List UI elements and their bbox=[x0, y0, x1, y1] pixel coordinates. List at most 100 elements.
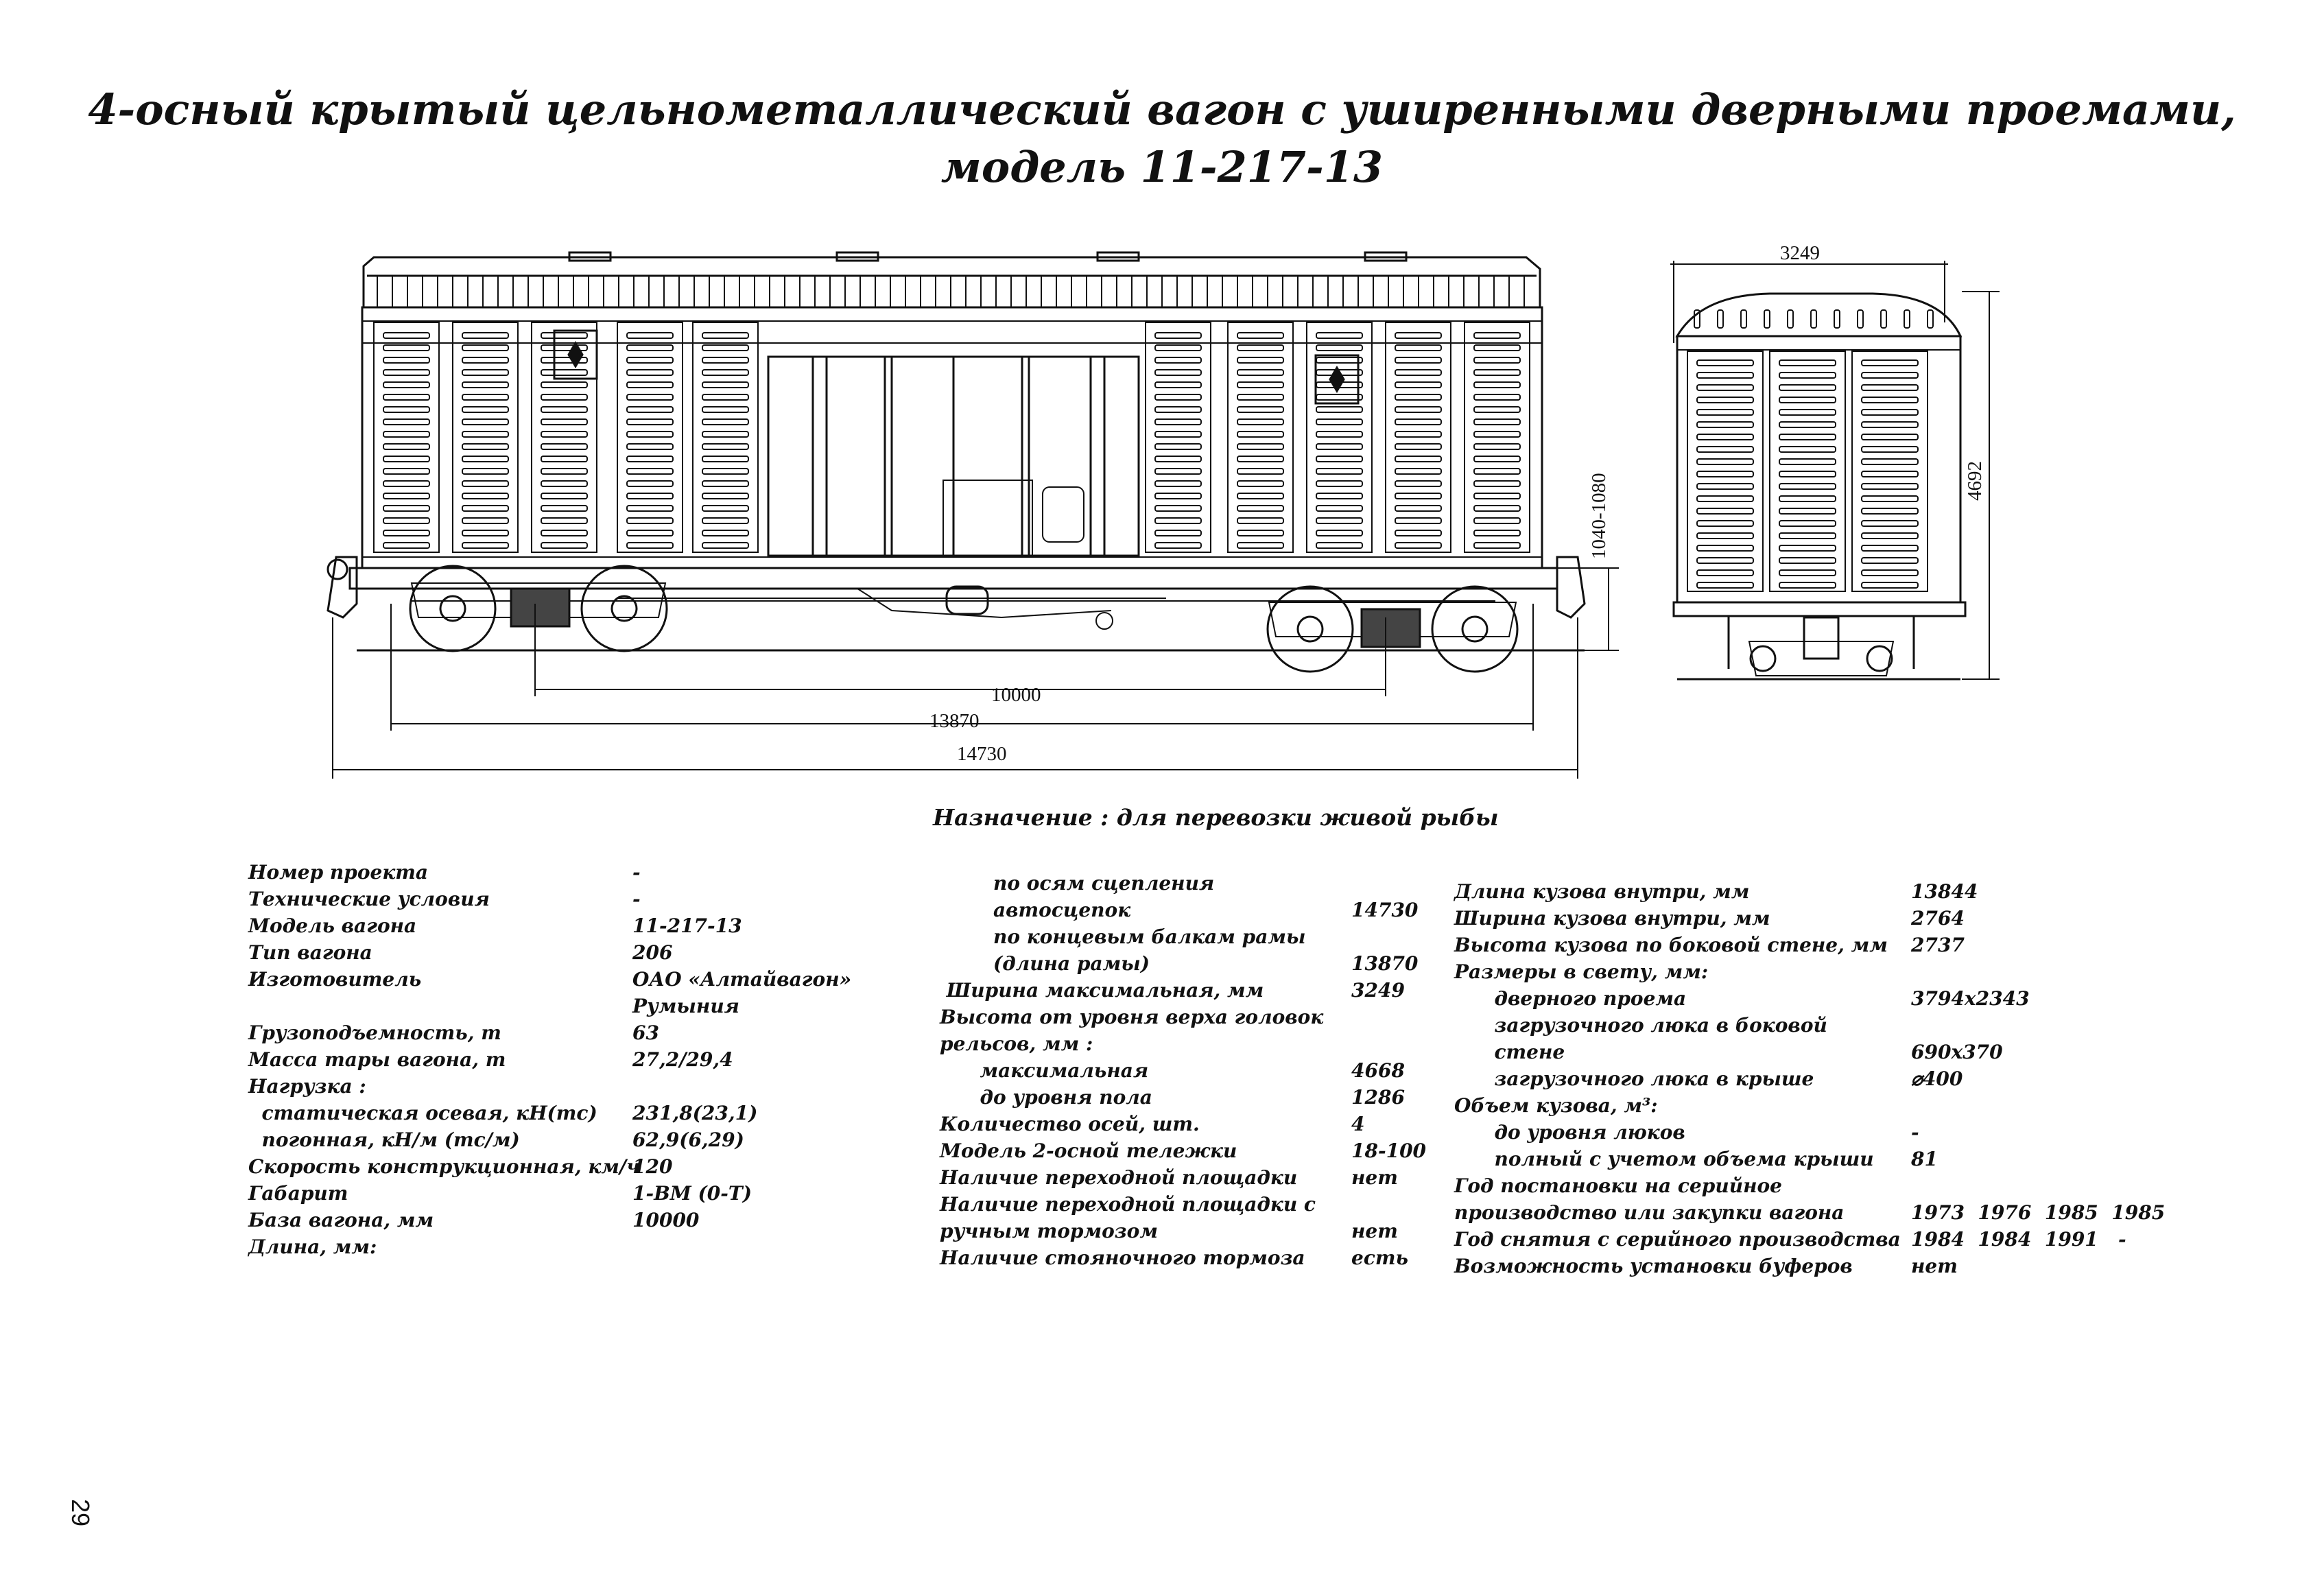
spec-label: Год снятия с серийного производства bbox=[1454, 1228, 1901, 1251]
spec-label: статическая осевая, кН(тс) bbox=[248, 1102, 597, 1124]
dim-base: 10000 bbox=[991, 684, 1041, 706]
spec-label: Наличие переходной площадки bbox=[940, 1166, 1298, 1189]
end-roof bbox=[1675, 292, 1963, 338]
spec-label: Год постановки на серийное bbox=[1454, 1174, 1782, 1197]
spec-value: нет bbox=[1351, 1220, 1398, 1242]
page-number: 29 bbox=[67, 1499, 95, 1527]
spec-label: База вагона, мм bbox=[248, 1209, 434, 1231]
spec-value: 231,8(23,1) bbox=[632, 1102, 758, 1124]
spec-label: Наличие стояночного тормоза bbox=[940, 1247, 1305, 1269]
spec-label: Высота от уровня верха головок bbox=[940, 1006, 1324, 1028]
purpose-caption: Назначение : для перевозки живой рыбы bbox=[933, 804, 1499, 831]
spec-value: нет bbox=[1351, 1166, 1398, 1189]
spec-value: 2764 bbox=[1911, 907, 1965, 930]
spec-value: 1984 1984 1991 - bbox=[1911, 1228, 2126, 1251]
end-louver-panels bbox=[1687, 351, 1928, 592]
spec-value: ⌀400 bbox=[1911, 1067, 1963, 1090]
spec-value: 3249 bbox=[1351, 979, 1405, 1002]
spec-value: Румыния bbox=[632, 995, 739, 1017]
dim-frame-length: 13870 bbox=[929, 710, 980, 732]
spec-value: ОАО «Алтайвагон» bbox=[632, 968, 852, 991]
spec-label: Объем кузова, м³: bbox=[1454, 1094, 1658, 1117]
end-dimensions bbox=[1670, 261, 2000, 680]
spec-label: Возможность установки буферов bbox=[1454, 1255, 1853, 1277]
spec-value: 1-ВМ (0-Т) bbox=[632, 1182, 752, 1205]
spec-label: рельсов, мм : bbox=[940, 1032, 1093, 1055]
side-frame bbox=[348, 567, 1558, 590]
spec-label: Скорость конструкционная, км/ч bbox=[248, 1155, 641, 1178]
spec-value: 690x370 bbox=[1911, 1041, 2003, 1063]
spec-label: Длина кузова внутри, мм bbox=[1454, 880, 1750, 903]
spec-label: Количество осей, шт. bbox=[940, 1113, 1200, 1135]
spec-label: Нагрузка : bbox=[248, 1075, 366, 1098]
side-dimensions bbox=[332, 567, 1619, 779]
spec-label: Модель вагона bbox=[248, 914, 417, 937]
end-view: 3249 4692 bbox=[1670, 242, 2000, 681]
dim-height: 4692 bbox=[1964, 461, 1986, 501]
spec-value: 62,9(6,29) bbox=[632, 1129, 744, 1151]
spec-label: по осям сцепления bbox=[940, 872, 1215, 895]
bogie-left bbox=[409, 565, 668, 652]
title-line-1: 4-осный крытый цельнометаллический вагон… bbox=[88, 84, 2236, 134]
spec-value: есть bbox=[1351, 1247, 1408, 1269]
spec-label: по концевым балкам рамы bbox=[940, 925, 1306, 948]
spec-value: 4668 bbox=[1351, 1059, 1405, 1082]
spec-value: 11-217-13 bbox=[632, 914, 742, 937]
roof-ribs bbox=[377, 276, 1525, 307]
spec-value: 63 bbox=[632, 1021, 659, 1044]
spec-label: производство или закупки вагона bbox=[1454, 1201, 1845, 1224]
spec-value: - bbox=[1911, 1121, 1919, 1144]
spec-value: 13844 bbox=[1911, 880, 1978, 903]
spec-label: Изготовитель bbox=[248, 968, 422, 991]
spec-label: погонная, кН/м (тс/м) bbox=[248, 1129, 520, 1151]
spec-label: Модель 2-осной тележки bbox=[940, 1139, 1237, 1162]
title-line-2: модель 11-217-13 bbox=[940, 142, 1384, 192]
spec-label: полный с учетом объема крыши bbox=[1454, 1148, 1874, 1170]
spec-label: до уровня люков bbox=[1454, 1121, 1685, 1144]
spec-label: Номер проекта bbox=[248, 861, 429, 884]
spec-label: Технические условия bbox=[248, 888, 490, 910]
spec-label: Ширина максимальная, мм bbox=[940, 979, 1264, 1002]
spec-value: 206 bbox=[632, 941, 673, 964]
spec-value: 14730 bbox=[1351, 899, 1419, 921]
spec-label: автосцепок bbox=[940, 899, 1131, 921]
dim-coupler-length: 14730 bbox=[957, 743, 1007, 765]
spec-label: Тип вагона bbox=[248, 941, 372, 964]
spec-label: максимальная bbox=[940, 1059, 1149, 1082]
spec-label: Размеры в свету, мм: bbox=[1454, 960, 1709, 983]
spec-value: 1973 1976 1985 1985 bbox=[1911, 1201, 2166, 1224]
spec-value: 3794x2343 bbox=[1911, 987, 2030, 1010]
spec-label: загрузочного люка в крыше bbox=[1454, 1067, 1814, 1090]
spec-value: нет bbox=[1911, 1255, 1958, 1277]
side-louver-panels bbox=[373, 322, 1530, 553]
spec-value: - bbox=[632, 861, 641, 884]
spec-label: (длина рамы) bbox=[940, 952, 1150, 975]
spec-value: 4 bbox=[1351, 1113, 1365, 1135]
page-title: 4-осный крытый цельнометаллический вагон… bbox=[0, 81, 2324, 196]
spec-value: - bbox=[632, 888, 641, 910]
spec-value: 2737 bbox=[1911, 934, 1965, 956]
spec-value: 120 bbox=[632, 1155, 673, 1178]
spec-label: Высота кузова по боковой стене, мм bbox=[1454, 934, 1888, 956]
side-body bbox=[361, 306, 1543, 569]
spec-value: 13870 bbox=[1351, 952, 1419, 975]
bogie-right bbox=[1266, 585, 1519, 673]
spec-label: Ширина кузова внутри, мм bbox=[1454, 907, 1770, 930]
spec-label: стене bbox=[1454, 1041, 1565, 1063]
spec-value: 27,2/29,4 bbox=[632, 1048, 733, 1071]
spec-value: 18-100 bbox=[1351, 1139, 1427, 1162]
side-roof bbox=[362, 256, 1541, 309]
spec-value: 81 bbox=[1911, 1148, 1938, 1170]
dim-width: 3249 bbox=[1780, 242, 1820, 264]
spec-value: 10000 bbox=[632, 1209, 700, 1231]
spec-label: Длина, мм: bbox=[248, 1236, 377, 1258]
spec-label: дверного проема bbox=[1454, 987, 1687, 1010]
spec-label: Габарит bbox=[248, 1182, 348, 1205]
spec-label: Грузоподъемность, т bbox=[248, 1021, 501, 1044]
spec-label: ручным тормозом bbox=[940, 1220, 1158, 1242]
spec-label: Наличие переходной площадки с bbox=[940, 1193, 1316, 1216]
spec-label: загрузочного люка в боковой bbox=[1454, 1014, 1827, 1037]
spec-value: 1286 bbox=[1351, 1086, 1405, 1109]
dim-floor-height: 1040-1080 bbox=[1588, 473, 1610, 559]
